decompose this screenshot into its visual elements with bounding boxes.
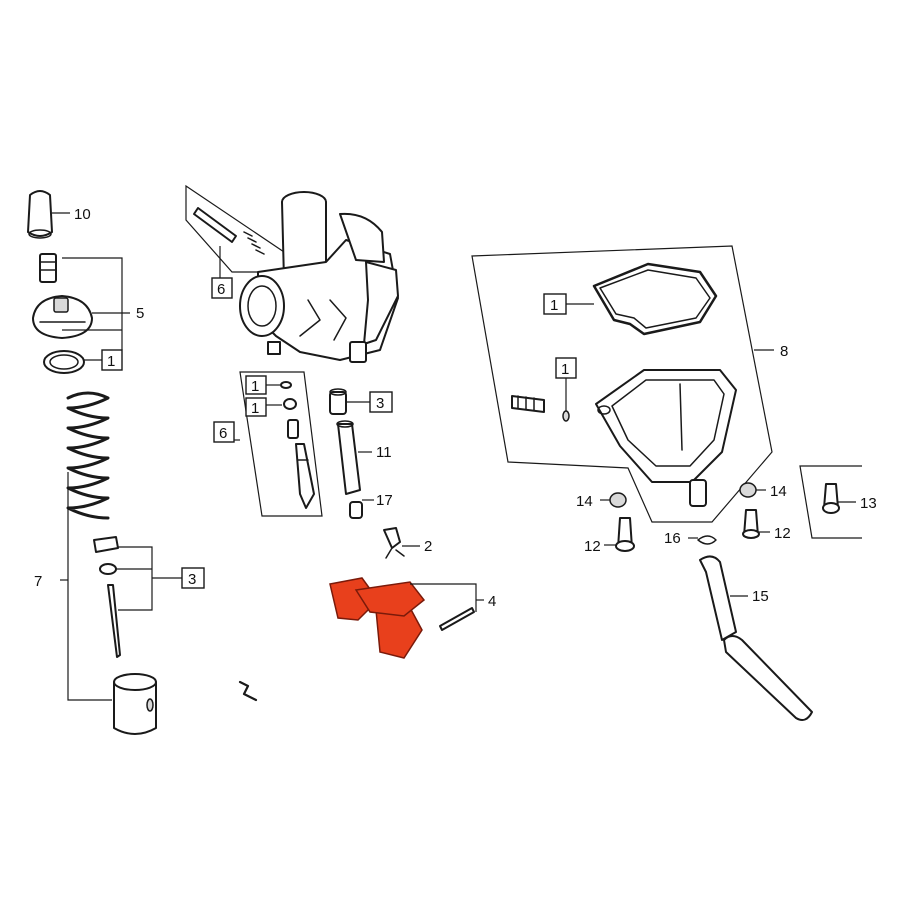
callout-box-1c [245, 397, 267, 417]
callout-8: 8 [780, 343, 788, 360]
part-2-float-valve[interactable] [383, 527, 405, 559]
part-4-float-highlighted[interactable] [329, 577, 426, 659]
group-8-float-bowl-box [471, 245, 773, 523]
callout-3b: 3 [376, 395, 384, 412]
part-slow-jet[interactable] [287, 419, 299, 439]
callout-7: 7 [34, 573, 42, 590]
callout-5: 5 [136, 305, 144, 322]
callout-12b: 12 [774, 525, 791, 542]
group-6-pilot-screw-box [185, 184, 291, 273]
callout-14b: 14 [770, 483, 787, 500]
callout-16: 16 [664, 530, 681, 547]
group-6-jets-box [239, 371, 323, 517]
callout-box-6b [213, 421, 235, 443]
part-jet-needle[interactable] [107, 584, 121, 658]
part-pilot-screw[interactable] [193, 207, 265, 255]
part-14-nut-right[interactable] [739, 482, 757, 498]
callout-11: 11 [376, 444, 392, 461]
bracket-3a [118, 546, 153, 611]
part-14-nut-left[interactable] [609, 492, 627, 508]
part-12-screw-left[interactable] [615, 517, 635, 552]
callout-6b: 6 [219, 425, 227, 442]
part-cable-adjuster[interactable] [39, 253, 57, 283]
float-arm[interactable] [354, 581, 426, 617]
part-1-bowl-gasket[interactable] [592, 262, 718, 336]
bracket-7 [67, 472, 112, 701]
callout-3a: 3 [188, 571, 196, 588]
callout-14a: 14 [576, 493, 593, 510]
part-10-cap-nut[interactable] [27, 190, 53, 239]
callout-box-1a [101, 349, 123, 371]
part-float-pin[interactable] [439, 607, 475, 631]
callout-box-6a [211, 277, 233, 299]
part-13-screw[interactable] [822, 483, 840, 514]
group-13-box [799, 465, 862, 539]
callout-15: 15 [752, 588, 769, 605]
part-drain-screw[interactable] [511, 395, 545, 413]
part-drain-o-ring[interactable] [562, 410, 570, 422]
callout-1c: 1 [251, 400, 259, 417]
part-15-drain-tube[interactable] [699, 555, 813, 721]
part-17-main-jet[interactable] [349, 501, 363, 519]
callout-13: 13 [860, 495, 877, 512]
part-16-clip[interactable] [697, 535, 717, 545]
callout-box-3b [369, 391, 393, 413]
callout-box-3a [181, 567, 205, 589]
part-float-bowl[interactable] [595, 369, 737, 507]
part-throttle-slide[interactable] [113, 673, 157, 735]
callout-box-1d [543, 293, 567, 315]
part-carburetor-body[interactable] [239, 191, 399, 363]
part-11-main-jet-holder[interactable] [336, 420, 361, 495]
callout-1e: 1 [561, 361, 569, 378]
part-5-top-cap[interactable] [32, 295, 93, 339]
part-small-o-ring-2[interactable] [283, 398, 297, 410]
bracket-top-left [62, 257, 123, 350]
callout-12a: 12 [584, 538, 601, 555]
callout-2: 2 [424, 538, 432, 555]
callout-6a: 6 [217, 281, 225, 298]
part-small-o-ring-1[interactable] [280, 381, 292, 389]
part-spring[interactable] [66, 391, 110, 520]
callout-17: 17 [376, 492, 393, 509]
part-12-screw-right[interactable] [742, 509, 760, 539]
part-1-o-ring-top[interactable] [43, 350, 85, 374]
part-needle-jet-holder[interactable] [295, 443, 315, 509]
callout-1a: 1 [107, 353, 115, 370]
bracket-4 [410, 583, 477, 612]
callout-1d: 1 [550, 297, 558, 314]
part-needle-retainer[interactable] [99, 563, 117, 575]
callout-4: 4 [488, 593, 496, 610]
part-needle-clip[interactable] [93, 536, 119, 553]
part-jet-holder-small[interactable] [329, 388, 347, 415]
callout-1b: 1 [251, 378, 259, 395]
part-small-clip[interactable] [238, 680, 258, 702]
callout-10: 10 [74, 206, 91, 223]
